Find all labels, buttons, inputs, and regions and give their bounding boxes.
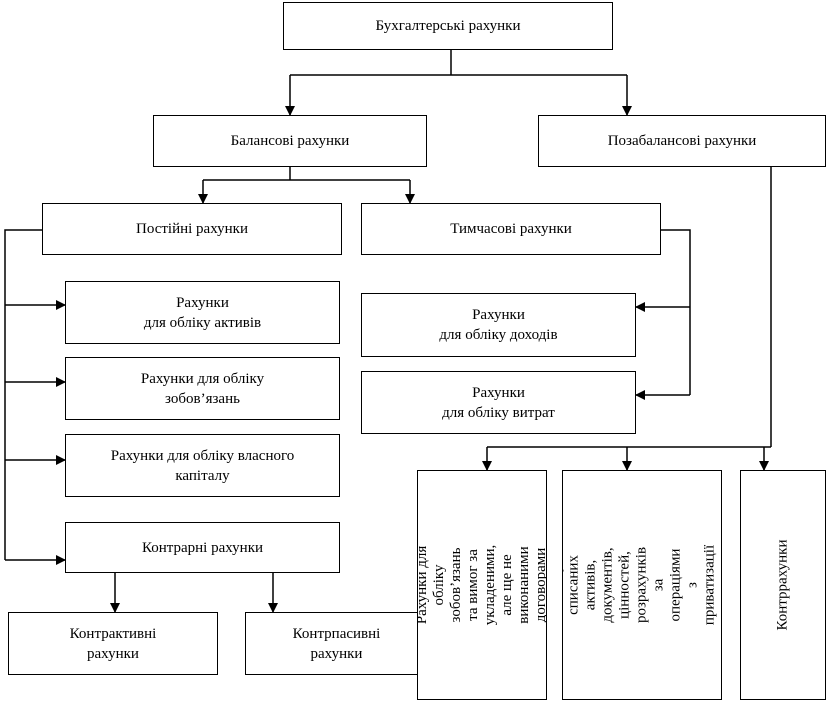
offbal-writtenoff-box: Рахунки для обліку списаних активів, док… xyxy=(562,470,722,700)
offbal-obligations-box: Рахунки для обліку зобов’язань та вимог … xyxy=(417,470,547,700)
offbalance-box: Позабалансові рахунки xyxy=(538,115,826,167)
offbal-contra-box: Контррахунки xyxy=(740,470,826,700)
contra-box: Контрарні рахунки xyxy=(65,522,340,573)
permanent-label: Постійні рахунки xyxy=(136,221,248,237)
contra-active-label: Контрактивні рахунки xyxy=(69,625,157,662)
offbal-obligations-label: Рахунки для обліку зобов’язань та вимог … xyxy=(417,544,547,626)
equity-box: Рахунки для обліку власного капіталу xyxy=(65,434,340,497)
contra-passive-box: Контрпасивні рахунки xyxy=(245,612,428,675)
permanent-box: Постійні рахунки xyxy=(42,203,342,255)
equity-label: Рахунки для обліку власного капіталу xyxy=(110,447,295,484)
temporary-label: Тимчасові рахунки xyxy=(450,221,572,237)
connector-temporary-rail xyxy=(661,229,691,395)
liabilities-label: Рахунки для обліку зобов’язань xyxy=(140,370,265,407)
offbalance-label: Позабалансові рахунки xyxy=(607,133,757,149)
connector-permanent-rail xyxy=(4,229,42,560)
expenses-box: Рахунки для обліку витрат xyxy=(361,371,636,434)
assets-label: Рахунки для обліку активів xyxy=(143,294,262,331)
expenses-label: Рахунки для обліку витрат xyxy=(442,384,555,421)
contra-passive-label: Контрпасивні рахунки xyxy=(292,625,381,662)
offbal-contra-label: Контррахунки xyxy=(774,539,791,631)
balance-label: Балансові рахунки xyxy=(230,133,350,149)
liabilities-box: Рахунки для обліку зобов’язань xyxy=(65,357,340,420)
contra-active-box: Контрактивні рахунки xyxy=(8,612,218,675)
income-box: Рахунки для обліку доходів xyxy=(361,293,636,357)
root-label: Бухгалтерські рахунки xyxy=(375,18,521,34)
offbal-writtenoff-label: Рахунки для обліку списаних активів, док… xyxy=(562,544,722,626)
root-box: Бухгалтерські рахунки xyxy=(283,2,613,50)
balance-box: Балансові рахунки xyxy=(153,115,427,167)
assets-box: Рахунки для обліку активів xyxy=(65,281,340,344)
contra-label: Контрарні рахунки xyxy=(141,539,264,556)
income-label: Рахунки для обліку доходів xyxy=(439,307,558,343)
temporary-box: Тимчасові рахунки xyxy=(361,203,661,255)
